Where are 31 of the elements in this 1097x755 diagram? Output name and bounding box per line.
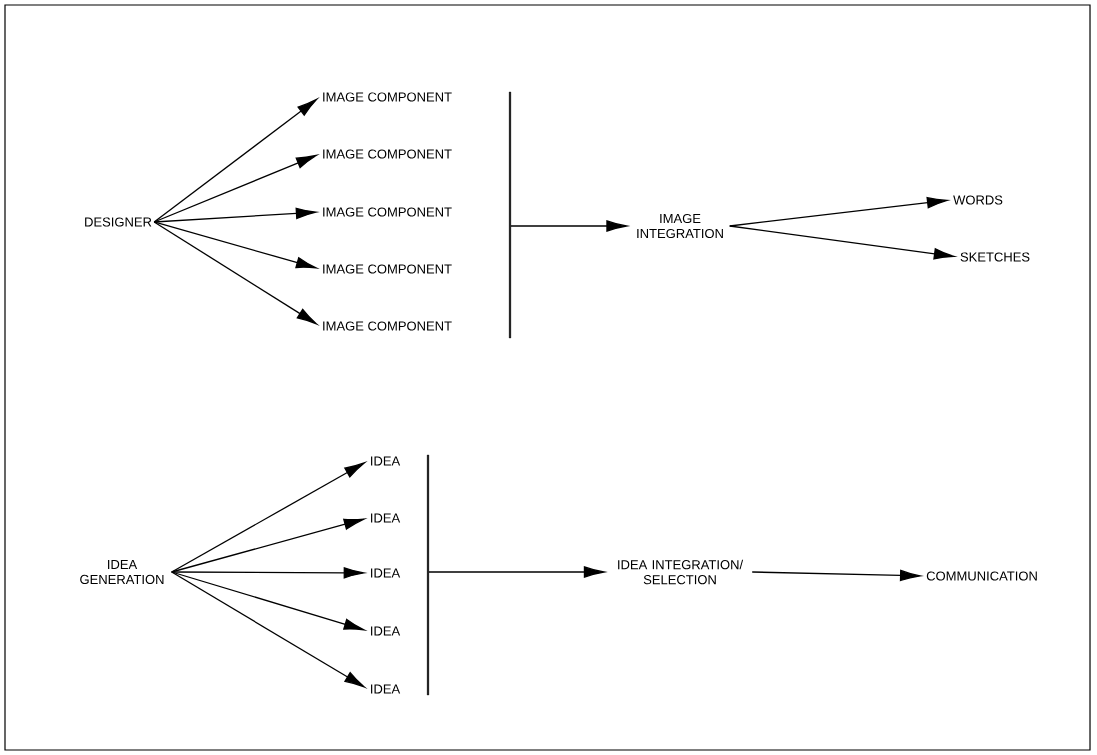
node-label: COMMUNICATION <box>926 571 1037 581</box>
node-label: IMAGE COMPONENT <box>323 92 452 102</box>
node-label: IDEA <box>371 513 401 523</box>
node-label: SKETCHES <box>960 252 1030 262</box>
arrow <box>153 207 317 223</box>
node-label: IDEA <box>371 684 401 694</box>
node-label: IMAGE COMPONENT <box>323 207 452 217</box>
arrow <box>153 221 317 269</box>
node-label: IDEA <box>371 626 401 636</box>
node-label: IMAGE COMPONENT <box>323 149 452 159</box>
arrow <box>428 566 605 578</box>
arrow <box>153 221 318 325</box>
arrow <box>171 462 365 573</box>
arrow <box>171 567 365 579</box>
node-label: IDEA <box>371 568 401 578</box>
node-label: IDEA GENERATION <box>80 559 164 585</box>
node-label: IMAGE COMPONENT <box>323 321 452 331</box>
arrow <box>510 220 627 232</box>
node-label: DESIGNER <box>85 217 152 227</box>
arrow <box>729 225 955 260</box>
node-label: IDEA INTEGRATION/ SELECTION <box>618 559 744 585</box>
arrow <box>171 571 365 688</box>
arrow <box>153 154 317 223</box>
node-label: WORDS <box>953 195 1003 205</box>
node-label: IDEA <box>371 456 401 466</box>
arrow <box>153 98 318 223</box>
arrow <box>751 569 921 582</box>
node-label: IMAGE INTEGRATION <box>637 213 723 239</box>
arrow <box>171 571 365 631</box>
node-label: IMAGE COMPONENT <box>323 264 452 274</box>
arrow <box>729 197 948 227</box>
